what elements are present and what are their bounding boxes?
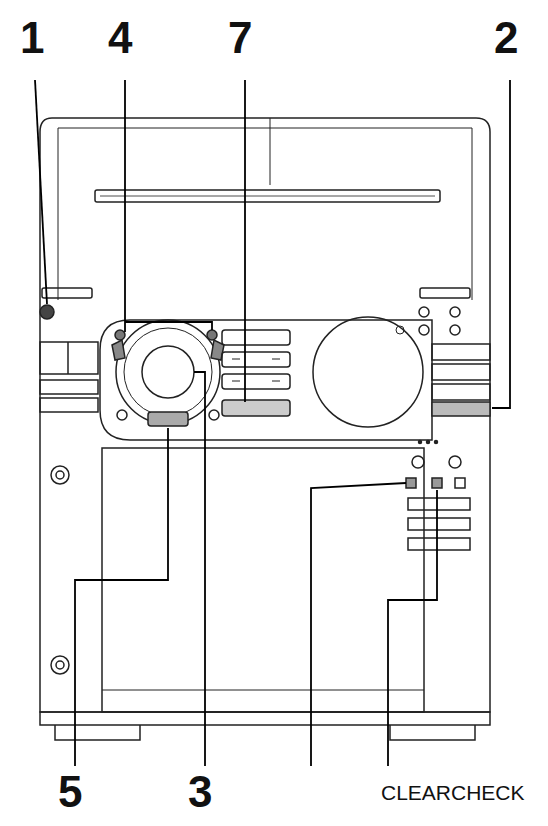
cabinet-outline — [40, 118, 490, 712]
cd-slot — [95, 190, 440, 202]
button-2 — [432, 402, 490, 416]
callout-number: 4 — [108, 16, 132, 60]
control-panel — [100, 320, 432, 440]
button-7 — [222, 400, 290, 416]
leader-lines — [35, 80, 510, 766]
callout-number: 2 — [494, 16, 518, 60]
callout-number: 5 — [58, 770, 82, 814]
button-5 — [148, 412, 188, 426]
callout-number: 3 — [188, 770, 212, 814]
clear-button — [406, 478, 416, 488]
button-1 — [40, 305, 54, 319]
dial-center — [142, 346, 194, 398]
callout-number: 7 — [228, 16, 252, 60]
volume-knob — [313, 317, 423, 427]
callout-text: CLEARCHECK — [381, 782, 525, 803]
check-button — [432, 478, 442, 488]
callout-number: 1 — [20, 16, 44, 60]
